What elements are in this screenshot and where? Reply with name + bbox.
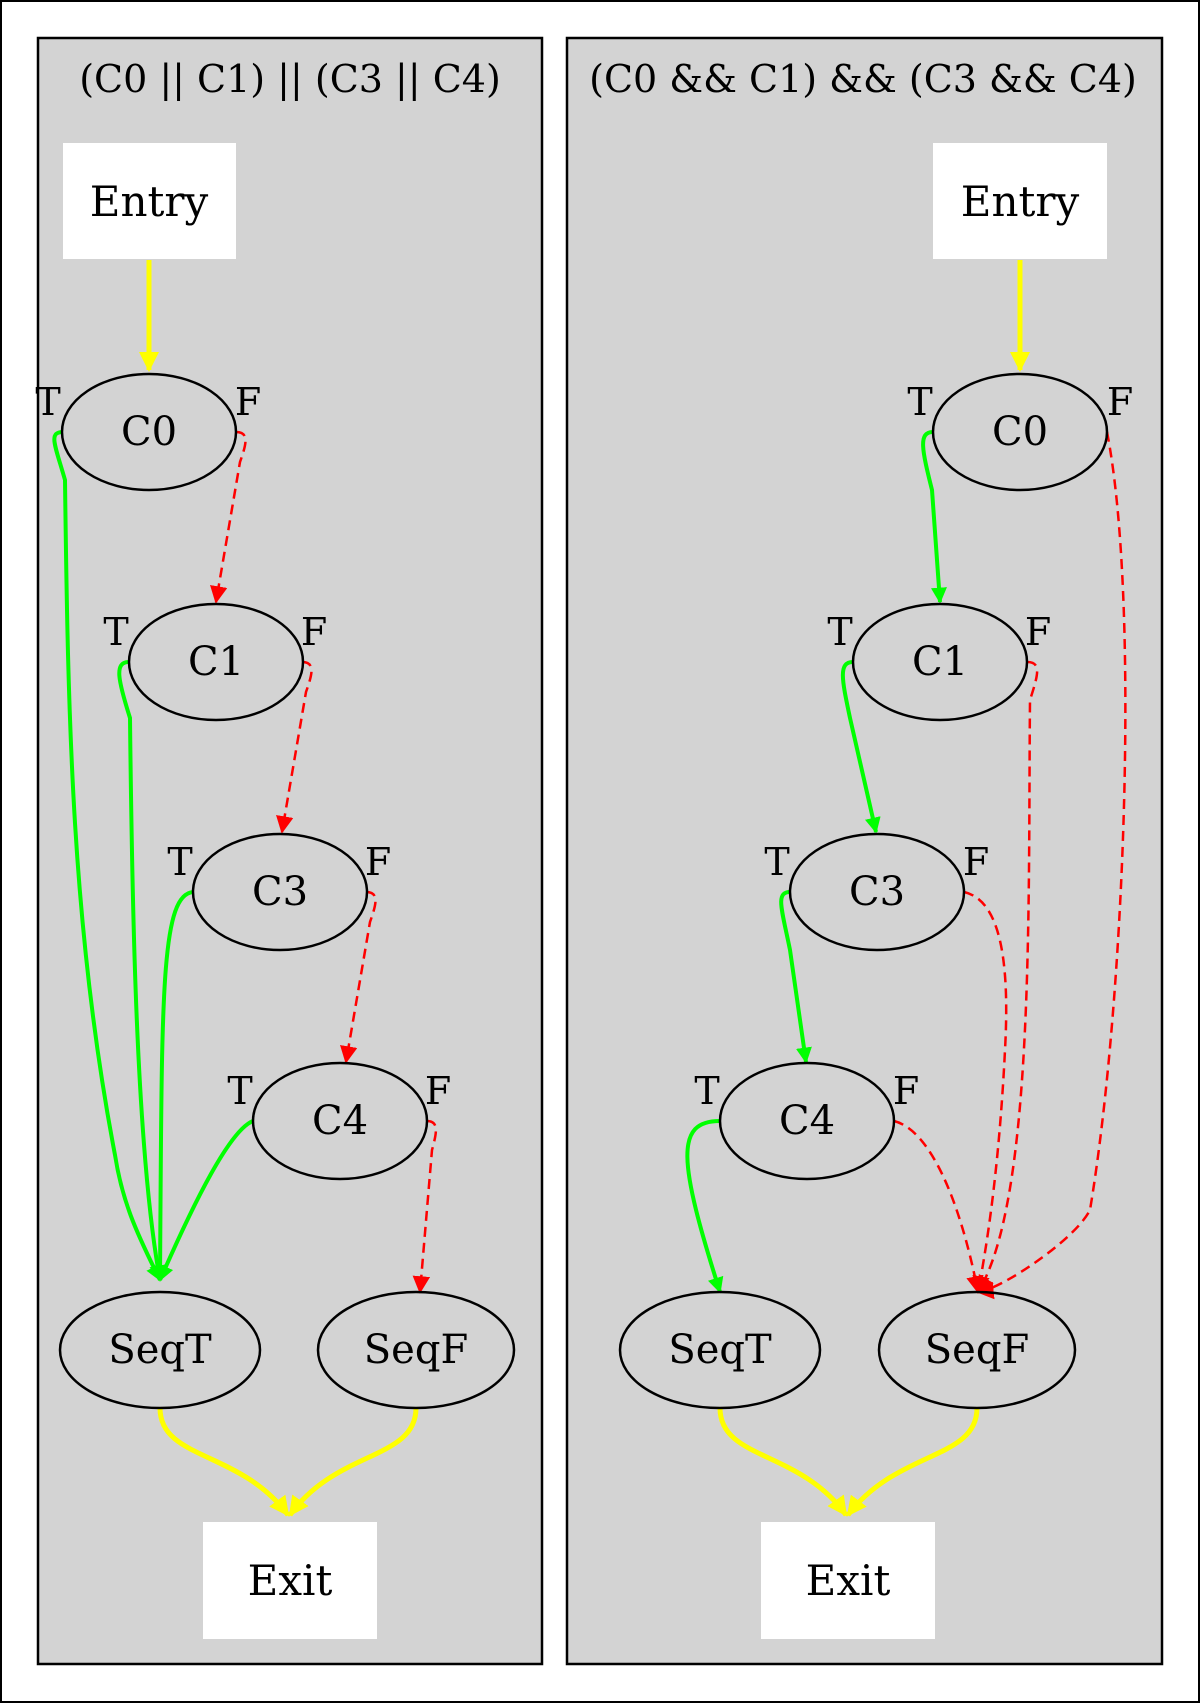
port-label-and-c4-true: T <box>694 1069 719 1113</box>
condition-label-or-c1: C1 <box>188 639 244 685</box>
condition-node-and-c1 <box>851 602 1029 722</box>
edge-or-seqt-exit <box>157 1407 291 1517</box>
edge-or-c4-true <box>158 1119 254 1282</box>
exit-node-or <box>203 1522 377 1639</box>
port-label-and-c4-false: F <box>893 1069 919 1113</box>
edge-and-seqf-exit <box>846 1407 980 1517</box>
seq-true-node-or <box>58 1290 262 1410</box>
condition-node-or-c4 <box>251 1061 429 1181</box>
edge-or-c1-false <box>276 660 313 834</box>
condition-node-or-c0 <box>60 372 238 492</box>
seq-true-label-or: SeqT <box>108 1327 212 1373</box>
edge-and-c0-false <box>976 431 1127 1300</box>
edge-and-c0-true <box>921 430 947 604</box>
port-label-or-c4-true: T <box>227 1069 252 1113</box>
cluster-and-edges <box>685 260 1127 1517</box>
edge-or-c0-false <box>210 430 247 604</box>
cluster-and: (C0 && C1) && (C3 && C4) Entry C0 T F C1… <box>565 36 1164 1666</box>
port-label-or-c1-false: F <box>301 610 327 654</box>
seq-false-node-and <box>877 1290 1077 1410</box>
entry-node-or <box>63 143 236 259</box>
seq-true-label-and: SeqT <box>668 1327 772 1373</box>
condition-node-and-c4 <box>718 1061 896 1181</box>
exit-label-or: Exit <box>248 1556 333 1605</box>
cluster-or-title: (C0 || C1) || (C3 || C4) <box>79 57 501 101</box>
port-label-and-c3-true: T <box>764 840 789 884</box>
port-label-or-c3-false: F <box>365 840 391 884</box>
port-label-or-c0-true: T <box>35 380 60 424</box>
port-label-or-c0-false: F <box>235 380 261 424</box>
condition-node-and-c3 <box>788 832 966 952</box>
condition-label-and-c4: C4 <box>779 1098 835 1144</box>
edge-or-c3-false <box>340 890 377 1064</box>
edge-or-c1-true <box>117 660 166 1282</box>
edge-and-c1-false <box>976 660 1039 1294</box>
edge-or-c4-false <box>412 1119 438 1294</box>
edge-and-c1-true <box>840 660 881 834</box>
port-label-and-c0-false: F <box>1107 380 1133 424</box>
edge-and-c4-false <box>893 1119 984 1294</box>
port-label-or-c4-false: F <box>425 1069 451 1113</box>
exit-node-and <box>761 1522 935 1639</box>
port-label-or-c1-true: T <box>103 610 128 654</box>
edge-or-c0-true <box>52 430 162 1282</box>
cluster-and-box <box>565 36 1164 1666</box>
entry-label-or: Entry <box>90 177 209 226</box>
entry-node-and <box>933 143 1107 259</box>
seq-false-label-or: SeqF <box>364 1327 468 1373</box>
cluster-and-title: (C0 && C1) && (C3 && C4) <box>589 57 1137 101</box>
seq-false-label-and: SeqF <box>925 1327 1029 1373</box>
seq-false-node-or <box>316 1290 516 1410</box>
port-label-and-c0-true: T <box>907 380 932 424</box>
condition-node-or-c1 <box>127 602 305 722</box>
port-label-and-c3-false: F <box>963 840 989 884</box>
condition-node-or-c3 <box>191 832 369 952</box>
entry-label-and: Entry <box>961 177 1080 226</box>
condition-label-or-c4: C4 <box>312 1098 368 1144</box>
exit-label-and: Exit <box>806 1556 891 1605</box>
edge-and-c3-false <box>963 890 1008 1294</box>
condition-label-and-c3: C3 <box>849 869 905 915</box>
port-label-and-c1-true: T <box>827 610 852 654</box>
cluster-or: (C0 || C1) || (C3 || C4) Entry C0 T F C1… <box>35 36 544 1666</box>
condition-label-or-c0: C0 <box>121 409 177 455</box>
seq-true-node-and <box>618 1290 822 1410</box>
edge-and-c4-true <box>685 1119 724 1294</box>
condition-label-and-c0: C0 <box>992 409 1048 455</box>
port-label-and-c1-false: F <box>1025 610 1051 654</box>
condition-node-and-c0 <box>931 372 1109 492</box>
condition-label-or-c3: C3 <box>252 869 308 915</box>
cluster-or-edges <box>52 260 438 1517</box>
edge-and-seqt-exit <box>717 1407 849 1517</box>
edge-or-seqf-exit <box>287 1407 419 1517</box>
condition-label-and-c1: C1 <box>912 639 968 685</box>
port-label-or-c3-true: T <box>167 840 192 884</box>
edge-and-c3-true <box>779 890 812 1064</box>
cluster-or-box <box>36 36 544 1666</box>
edge-or-c3-true <box>152 890 194 1282</box>
